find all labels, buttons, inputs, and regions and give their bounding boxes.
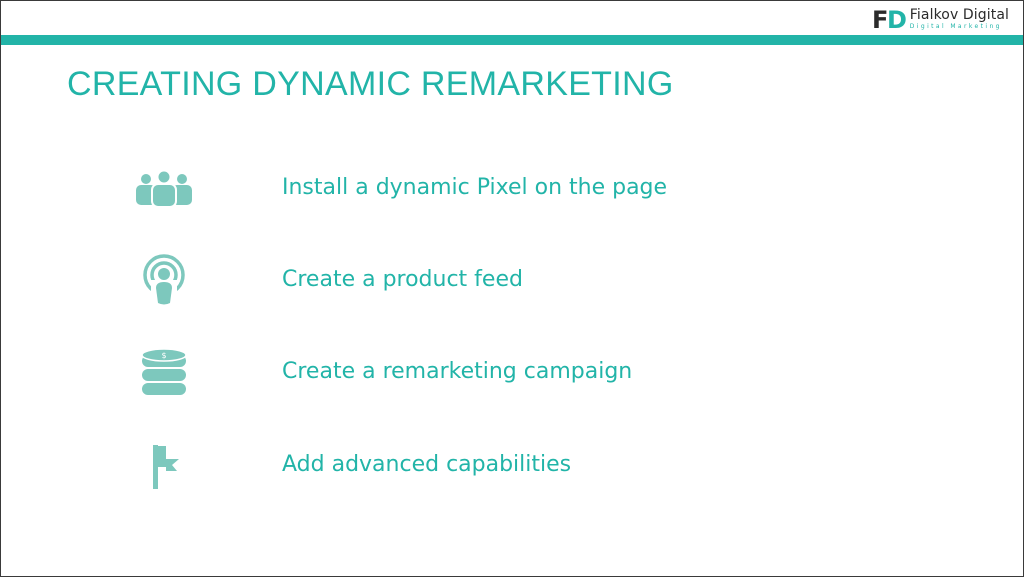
step-label: Create a remarketing campaign — [282, 359, 633, 384]
logo-subtitle: Digital Marketing — [909, 23, 1002, 30]
step-label: Add advanced capabilities — [282, 452, 572, 477]
group-icon — [131, 159, 197, 219]
header-accent-bar — [1, 35, 1023, 45]
step-label: Create a product feed — [282, 267, 523, 292]
broadcast-person-icon — [131, 251, 197, 311]
slide-title: CREATING DYNAMIC REMARKETING — [67, 65, 674, 103]
svg-text:D: D — [887, 6, 906, 32]
svg-text:$: $ — [161, 351, 166, 360]
flag-icon — [131, 436, 197, 496]
svg-text:F: F — [872, 6, 888, 32]
step-item: $ Create a remarketing campaign — [1, 343, 1023, 403]
brand-logo: F D Fialkov Digital Digital Marketing — [872, 6, 1009, 32]
coin-stack-icon: $ — [131, 343, 197, 403]
step-item: Create a product feed — [1, 251, 1023, 311]
step-item: Add advanced capabilities — [1, 436, 1023, 496]
logo-name: Fialkov Digital — [909, 7, 1009, 23]
step-label: Install a dynamic Pixel on the page — [282, 175, 668, 200]
step-item: Install a dynamic Pixel on the page — [1, 159, 1023, 219]
fd-logo-icon: F D — [872, 6, 906, 32]
